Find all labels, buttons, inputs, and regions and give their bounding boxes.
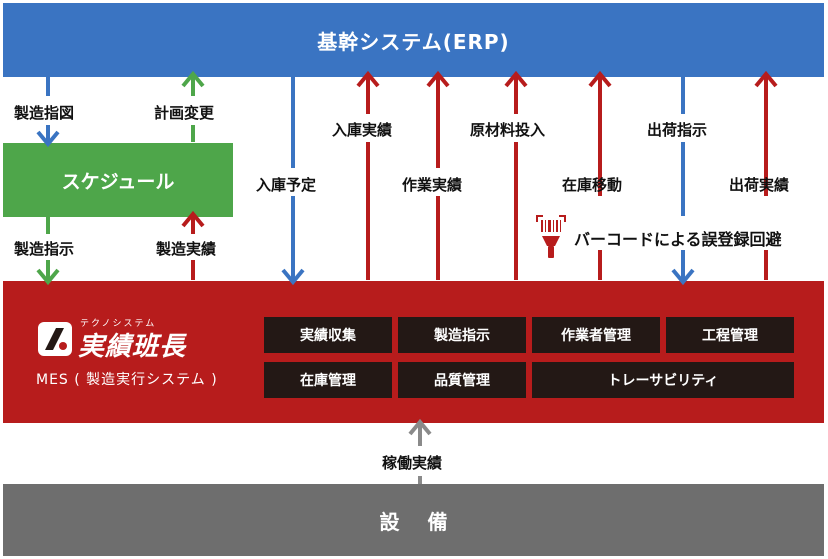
arrow-keikaku-henko [181, 70, 205, 142]
arrow-sagyo-jisseki [426, 70, 450, 280]
jisseki-hancho-mark-icon [38, 322, 72, 356]
barcode-scanner-icon [536, 215, 566, 258]
module-traceability: トレーサビリティ [532, 362, 794, 398]
logo-text: 実績班長 [78, 332, 187, 362]
arrow-kado-jisseki [408, 418, 432, 484]
label-nyuko-yotei: 入庫予定 [256, 176, 317, 194]
equipment-block: 設備 [3, 484, 824, 556]
module-hinshitsu-kanri: 品質管理 [398, 362, 526, 398]
arrow-shukka-jisseki [754, 70, 778, 280]
module-kotei-kanri: 工程管理 [666, 317, 794, 353]
logo-ruby: テクノシステム [80, 319, 157, 329]
label-keikaku-henko: 計画変更 [154, 104, 215, 122]
arrow-shukka-shiji [671, 77, 695, 286]
arrow-genzairyo [504, 70, 528, 280]
label-seizo-jisseki: 製造実績 [156, 240, 217, 258]
label-kado-jisseki: 稼働実績 [382, 454, 443, 472]
barcode-label: バーコードによる誤登録回避 [574, 230, 782, 249]
schedule-label: スケジュール [61, 170, 175, 193]
erp-label: 基幹システム(ERP) [317, 29, 510, 54]
module-jisseki-shushu: 実績収集 [264, 317, 392, 353]
label-zaiko-ido: 在庫移動 [562, 176, 623, 194]
module-sagyosha-kanri: 作業者管理 [532, 317, 660, 353]
label-sagyo-jisseki: 作業実績 [402, 176, 463, 194]
equipment-label: 設備 [379, 509, 476, 534]
module-zaiko-kanri: 在庫管理 [264, 362, 392, 398]
arrow-seizo-shiji [36, 217, 60, 286]
label-seizo-shizu: 製造指図 [14, 104, 75, 122]
label-shukka-shiji: 出荷指示 [647, 121, 708, 139]
label-shukka-jisseki: 出荷実績 [729, 176, 790, 194]
arrow-seizo-jisseki [181, 210, 205, 280]
label-genzairyo: 原材料投入 [470, 121, 546, 139]
module-seizo-shiji: 製造指示 [398, 317, 526, 353]
arrow-zaiko-ido [588, 70, 612, 280]
mes-logo: テクノシステム 実績班長 [36, 318, 256, 362]
arrow-nyuko-yotei [281, 77, 305, 286]
label-seizo-shiji: 製造指示 [14, 240, 75, 258]
schedule-block: スケジュール [3, 143, 233, 217]
mes-subtitle: MES ( 製造実行システム ) [36, 372, 218, 388]
label-nyuko-jisseki: 入庫実績 [332, 121, 393, 139]
arrow-seizo-shizu [36, 77, 60, 148]
erp-block: 基幹システム(ERP) [3, 3, 824, 77]
arrow-nyuko-jisseki [356, 70, 380, 280]
